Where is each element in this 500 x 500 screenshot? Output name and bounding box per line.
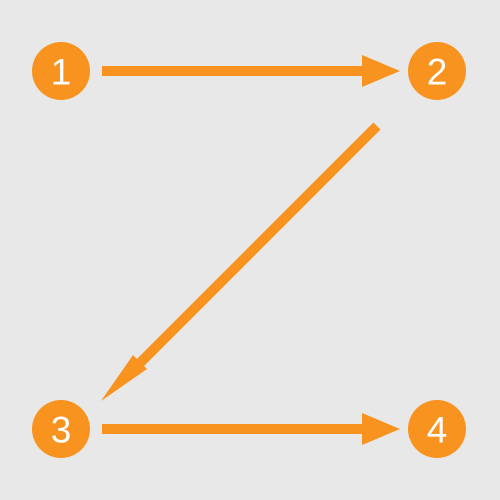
step-node-1: 1 [32, 42, 90, 100]
step-node-2: 2 [408, 42, 466, 100]
step-node-4: 4 [408, 400, 466, 458]
step-node-3: 3 [32, 400, 90, 458]
step-node-3-label: 3 [51, 410, 72, 451]
arrow-2-to-3-head-icon [101, 355, 147, 401]
arrow-2-to-3-shaft [122, 122, 381, 381]
arrow-3-to-4-head-icon [362, 413, 400, 445]
step-node-2-circle [408, 42, 466, 100]
arrow-2-to-3 [101, 122, 381, 401]
arrow-1-to-2-head-icon [362, 55, 400, 87]
step-node-3-circle [32, 400, 90, 458]
step-node-2-label: 2 [427, 52, 448, 93]
step-node-1-circle [32, 42, 90, 100]
step-node-4-circle [408, 400, 466, 458]
step-node-4-label: 4 [427, 410, 448, 451]
arrow-3-to-4 [102, 413, 400, 445]
arrow-1-to-2 [102, 55, 400, 87]
step-node-1-label: 1 [51, 52, 72, 93]
